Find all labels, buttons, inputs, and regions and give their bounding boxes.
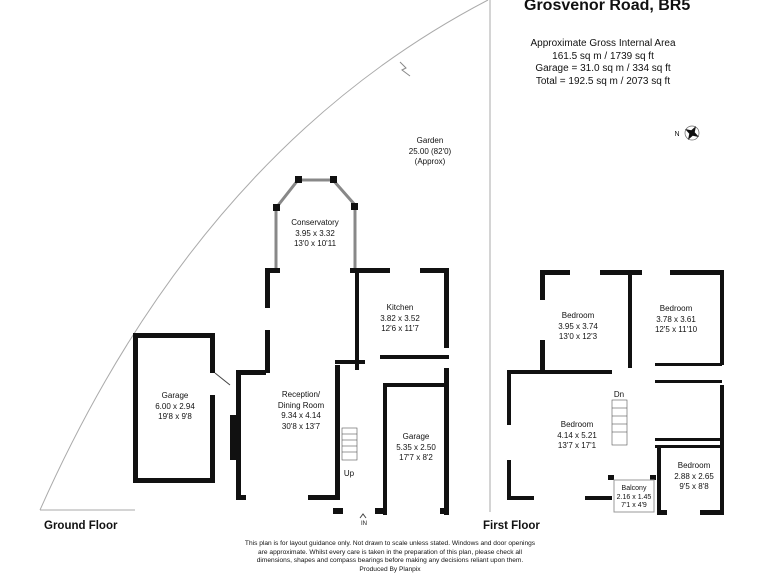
- property-title: Grosvenor Road, BR5: [524, 0, 691, 14]
- room-imperial: 12'6 x 11'7: [381, 324, 419, 333]
- area-summary: Approximate Gross Internal Area 161.5 sq…: [530, 38, 675, 88]
- room-name: Bedroom: [560, 420, 594, 429]
- disclaimer-line: dimensions, shapes and compass bearings …: [256, 557, 524, 564]
- room-name: Bedroom: [561, 311, 595, 320]
- disclaimer-line: This plan is for layout guidance only. N…: [244, 540, 536, 547]
- area-main: 161.5 sq m / 1739 sq ft: [552, 50, 654, 62]
- conservatory-posts: [273, 176, 358, 211]
- entrance-arrow-icon: [359, 513, 367, 519]
- disclaimer-line: are approximate. Whilst every care is ta…: [258, 548, 522, 556]
- stairs-up: [341, 427, 358, 461]
- room-imperial: 7'1 x 4'9: [621, 502, 647, 509]
- room-name-2: Dining Room: [277, 400, 325, 410]
- balcony-rail: [613, 479, 655, 513]
- room-metric: 9.34 x 4.14: [281, 411, 321, 420]
- room-metric: 6.00 x 2.94: [155, 401, 195, 411]
- room-imperial: 19'8 x 9'8: [158, 412, 192, 421]
- room-metric: 4.14 x 5.21: [557, 430, 597, 440]
- garden-label: Garden 25.00 (82'0) (Approx): [409, 136, 451, 168]
- room-metric: 2.16 x 1.45: [616, 493, 652, 501]
- room-bedroom-2: Bedroom 3.78 x 3.61 12'5 x 11'10: [655, 304, 697, 336]
- room-kitchen: Kitchen 3.82 x 3.52 12'6 x 11'7: [380, 303, 420, 335]
- room-name: Balcony: [621, 485, 647, 492]
- producer-credit: Produced By Planpix: [359, 565, 421, 573]
- room-name: Garden: [416, 136, 444, 145]
- entrance-label: IN: [361, 521, 367, 527]
- room-name: Conservatory: [291, 218, 339, 227]
- garden-boundary: [39, 0, 491, 512]
- room-conservatory: Conservatory 3.95 x 3.32 13'0 x 10'11: [291, 218, 339, 250]
- room-imperial: 13'0 x 10'11: [293, 239, 337, 248]
- room-reception: Reception/ Dining Room 9.34 x 4.14 30'8 …: [278, 390, 324, 432]
- room-metric: 3.82 x 3.52: [380, 313, 420, 323]
- room-metric: 2.88 x 2.65: [674, 471, 714, 481]
- room-imperial: 17'7 x 8'2: [399, 453, 433, 462]
- room-name: Garage: [402, 432, 430, 441]
- area-garage: Garage = 31.0 sq m / 334 sq ft: [535, 63, 671, 74]
- room-name: Bedroom: [677, 461, 711, 470]
- room-bedroom-4: Bedroom 2.88 x 2.65 9'5 x 8'8: [674, 461, 714, 493]
- room-name: Kitchen: [386, 303, 414, 312]
- ground-floor-label: Ground Floor: [44, 520, 118, 532]
- area-heading: Approximate Gross Internal Area: [530, 38, 676, 49]
- first-floor-walls: [507, 270, 724, 515]
- area-total: Total = 192.5 sq m / 2073 sq ft: [535, 75, 671, 87]
- room-imperial: 9'5 x 8'8: [679, 482, 709, 491]
- room-metric: 3.95 x 3.32: [295, 228, 335, 238]
- room-bedroom-1: Bedroom 3.95 x 3.74 13'0 x 12'3: [558, 311, 598, 343]
- ground-floor-walls: [230, 268, 449, 515]
- room-name: Reception/: [281, 390, 321, 399]
- stairs-up-label: Up: [343, 469, 355, 478]
- stairs-down: [611, 399, 628, 446]
- room-metric: 5.35 x 2.50: [396, 442, 436, 452]
- room-imperial: 13'0 x 12'3: [558, 332, 598, 341]
- room-bedroom-3: Bedroom 4.14 x 5.21 13'7 x 17'1: [557, 420, 597, 452]
- compass-label: N: [674, 131, 680, 138]
- conservatory-walls: [274, 178, 357, 270]
- room-imperial: 30'8 x 13'7: [281, 421, 321, 431]
- room-imperial: 12'5 x 11'10: [654, 325, 698, 334]
- room-metric: 3.95 x 3.74: [558, 321, 598, 331]
- room-note: (Approx): [414, 157, 446, 166]
- room-integral-garage: Garage 5.35 x 2.50 17'7 x 8'2: [396, 432, 436, 464]
- room-metric: 3.78 x 3.61: [656, 314, 696, 324]
- compass-icon: [684, 125, 700, 141]
- disclaimer: This plan is for layout guidance only. N…: [245, 540, 535, 574]
- first-floor-label: First Floor: [483, 520, 540, 532]
- garage-door-swing: [214, 372, 231, 386]
- room-balcony: Balcony 2.16 x 1.45 7'1 x 4'9: [617, 485, 652, 511]
- room-name: Garage: [161, 391, 189, 400]
- stairs-down-label: Dn: [613, 390, 625, 399]
- room-detached-garage: Garage 6.00 x 2.94 19'8 x 9'8: [155, 391, 195, 423]
- room-metric: 25.00 (82'0): [408, 146, 452, 156]
- detached-garage-walls: [133, 333, 215, 483]
- room-name: Bedroom: [659, 304, 693, 313]
- room-imperial: 13'7 x 17'1: [557, 441, 597, 450]
